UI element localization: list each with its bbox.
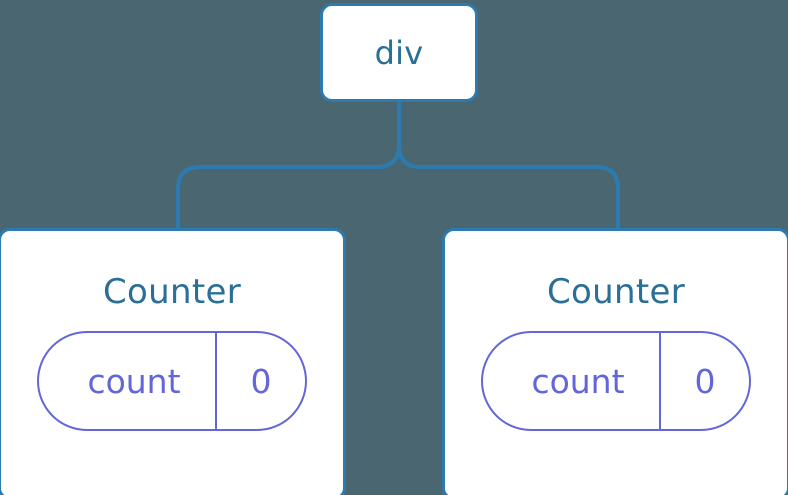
state-value-left: 0 [215,333,305,429]
node-counter-right-label: Counter [547,272,685,312]
node-counter-right[interactable]: Counter count 0 [442,228,788,495]
connector-left-branch [176,102,401,232]
node-counter-left-label: Counter [103,272,241,312]
state-pill-left: count 0 [37,331,307,431]
state-value-right: 0 [659,333,749,429]
state-pill-right: count 0 [481,331,751,431]
connector-right-branch [397,102,620,232]
node-counter-left[interactable]: Counter count 0 [0,228,346,495]
node-div-label: div [374,33,424,72]
node-div[interactable]: div [320,3,478,102]
state-key-right: count [531,361,625,401]
state-key-left: count [87,361,181,401]
